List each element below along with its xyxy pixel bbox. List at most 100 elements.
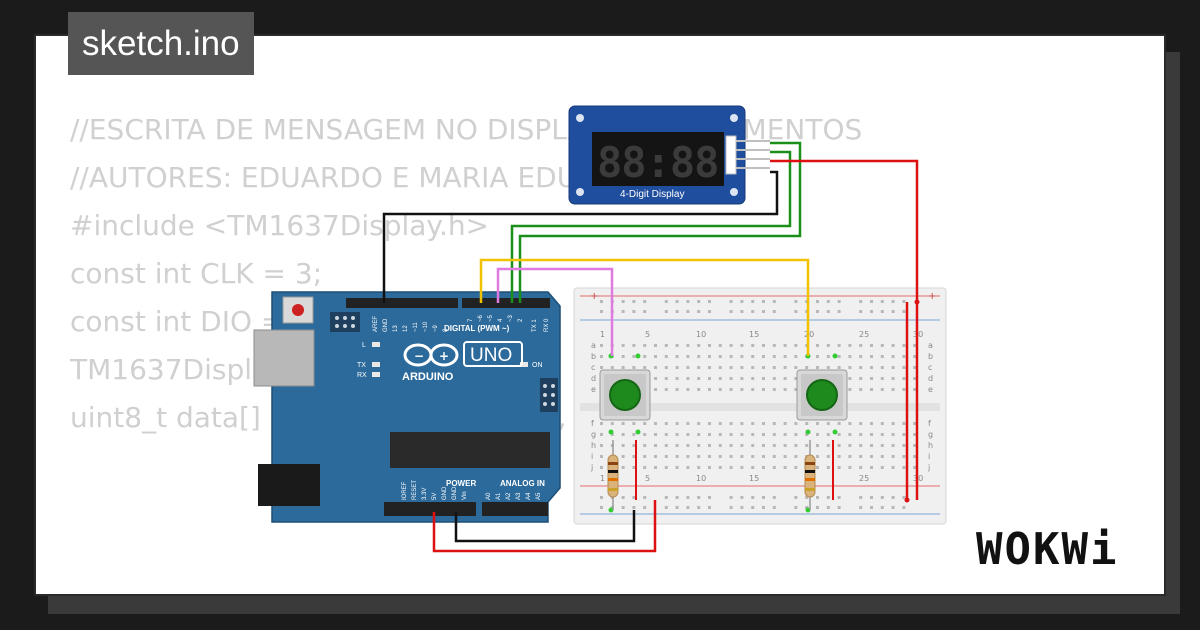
breadboard-hole bbox=[675, 300, 679, 303]
breadboard-hole bbox=[859, 422, 863, 425]
breadboard-hole bbox=[708, 300, 711, 303]
breadboard-hole bbox=[891, 366, 895, 369]
breadboard-hole bbox=[643, 422, 647, 425]
breadboard-hole bbox=[783, 377, 787, 380]
breadboard-hole bbox=[708, 455, 711, 458]
row-letter: d bbox=[928, 374, 933, 383]
breadboard-hole bbox=[783, 355, 787, 358]
resistor-1[interactable] bbox=[607, 440, 619, 510]
breadboard-hole bbox=[751, 366, 755, 369]
svg-text:+: + bbox=[928, 291, 936, 302]
breadboard-hole bbox=[686, 433, 690, 436]
breadboard-hole bbox=[913, 422, 917, 425]
breadboard-hole bbox=[686, 444, 690, 447]
breadboard-hole bbox=[600, 310, 603, 313]
power-header[interactable] bbox=[384, 502, 476, 516]
breadboard-hole bbox=[751, 506, 755, 509]
row-letter: b bbox=[591, 352, 596, 361]
file-tab[interactable]: sketch.ino bbox=[68, 12, 254, 75]
analog-header-label: ANALOG IN bbox=[500, 479, 545, 488]
breadboard-hole bbox=[794, 466, 798, 469]
breadboard-hole bbox=[718, 455, 722, 458]
breadboard-hole bbox=[848, 444, 852, 447]
breadboard-hole bbox=[826, 310, 830, 313]
breadboard-hole bbox=[848, 433, 852, 436]
breadboard-hole bbox=[664, 433, 668, 436]
breadboard-hole bbox=[816, 355, 819, 358]
breadboard-hole bbox=[643, 310, 647, 313]
breadboard-hole bbox=[805, 433, 809, 436]
reset-button-cap[interactable] bbox=[292, 304, 304, 316]
arduino-uno-board[interactable]: − + UNO ARDUINO DIGITAL (PWM ~) POWER AN… bbox=[253, 291, 561, 523]
digital-header-right[interactable] bbox=[462, 298, 550, 308]
breadboard-hole bbox=[686, 310, 690, 313]
breadboard-hole bbox=[870, 355, 873, 358]
breadboard-hole bbox=[870, 344, 873, 347]
breadboard-hole bbox=[848, 422, 852, 425]
breadboard-hole bbox=[762, 388, 765, 391]
breadboard-hole bbox=[632, 444, 636, 447]
breadboard-hole bbox=[729, 455, 733, 458]
breadboard-hole bbox=[870, 377, 873, 380]
breadboard-hole bbox=[891, 300, 895, 303]
breadboard-hole bbox=[880, 344, 884, 347]
breadboard-hole bbox=[816, 455, 819, 458]
breadboard-hole bbox=[664, 466, 668, 469]
breadboard-hole bbox=[772, 344, 776, 347]
breadboard-hole bbox=[859, 355, 863, 358]
breadboard-hole bbox=[600, 422, 603, 425]
breadboard-hole bbox=[794, 455, 798, 458]
breadboard-hole bbox=[729, 433, 733, 436]
wire-red-5v bbox=[432, 500, 657, 553]
breadboard-hole bbox=[891, 310, 895, 313]
breadboard-hole bbox=[643, 344, 647, 347]
breadboard-hole bbox=[697, 455, 701, 458]
breadboard-hole bbox=[837, 300, 841, 303]
breadboard-hole bbox=[697, 355, 701, 358]
breadboard-row-letters: a b c d e f g h i j a b c d e f g h i j bbox=[590, 341, 933, 472]
column-number: 15 bbox=[749, 474, 759, 483]
breadboard-hole bbox=[621, 496, 625, 499]
breadboard-hole bbox=[816, 496, 819, 499]
breadboard-hole bbox=[794, 433, 798, 436]
breadboard[interactable]: + + 1 5 10 15 20 25 30 1 5 10 15 20 25 3… bbox=[573, 287, 947, 525]
push-button-2[interactable] bbox=[796, 369, 848, 421]
breadboard-hole bbox=[632, 344, 636, 347]
breadboard-hole bbox=[675, 496, 679, 499]
breadboard-hole bbox=[880, 355, 884, 358]
breadboard-hole bbox=[891, 344, 895, 347]
breadboard-hole bbox=[772, 455, 776, 458]
breadboard-hole bbox=[772, 388, 776, 391]
breadboard-hole bbox=[740, 355, 744, 358]
breadboard-hole bbox=[697, 422, 701, 425]
breadboard-hole bbox=[837, 355, 841, 358]
breadboard-hole bbox=[675, 355, 679, 358]
breadboard-hole bbox=[794, 496, 798, 499]
breadboard-hole bbox=[675, 366, 679, 369]
breadboard-hole bbox=[708, 344, 711, 347]
digital-header-left[interactable] bbox=[346, 298, 458, 308]
breadboard-hole bbox=[826, 466, 830, 469]
pin-label: ~6 bbox=[478, 314, 484, 322]
breadboard-hole bbox=[880, 422, 884, 425]
breadboard-hole bbox=[718, 444, 722, 447]
breadboard-hole bbox=[621, 444, 625, 447]
breadboard-hole bbox=[913, 377, 917, 380]
push-button-1[interactable] bbox=[599, 369, 651, 421]
breadboard-hole bbox=[643, 300, 647, 303]
analog-header[interactable] bbox=[482, 502, 548, 516]
breadboard-hole bbox=[783, 388, 787, 391]
breadboard-hole bbox=[686, 422, 690, 425]
display-label: 4-Digit Display bbox=[620, 189, 684, 200]
breadboard-hole bbox=[762, 344, 765, 347]
pin-label: GND bbox=[383, 318, 389, 332]
breadboard-hole bbox=[708, 366, 711, 369]
breadboard-hole bbox=[621, 300, 625, 303]
row-letter: d bbox=[591, 374, 596, 383]
breadboard-hole bbox=[913, 366, 917, 369]
power-header-label: POWER bbox=[446, 479, 476, 488]
resistor-2[interactable] bbox=[804, 440, 816, 510]
tm1637-display-module[interactable]: 88:88 4-Digit Display bbox=[568, 105, 770, 205]
breadboard-hole bbox=[664, 300, 668, 303]
breadboard-hole bbox=[654, 344, 657, 347]
